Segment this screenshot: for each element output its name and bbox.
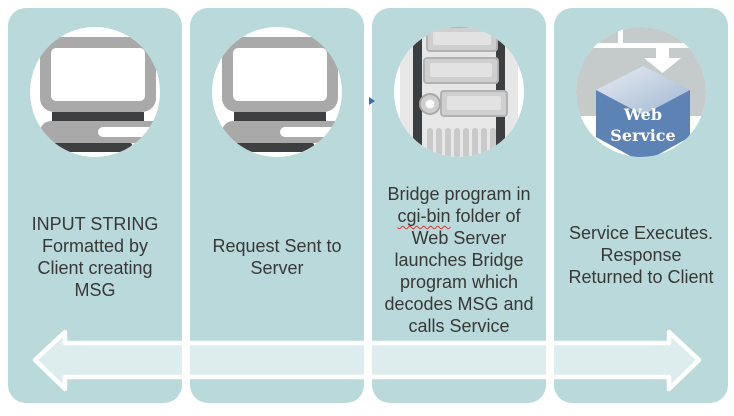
panel-bridge-program: Bridge program in cgi-bin folder of Web …	[372, 8, 546, 403]
caption-client-input: INPUT STRING Formatted by Client creatin…	[31, 214, 159, 300]
caption-bridge-before: Bridge program in	[387, 184, 531, 204]
panel-request-sent: Request Sent to Server	[190, 8, 364, 403]
cube-label-line2: Service	[610, 126, 675, 145]
caption-bridge-program: Bridge program in cgi-bin folder of Web …	[372, 183, 546, 337]
web-service-cube-icon: Web Service	[576, 27, 706, 157]
panel-client-input: INPUT STRING Formatted by Client creatin…	[8, 8, 182, 403]
caption-request-sent: Request Sent to Server	[212, 236, 342, 278]
caption-spellchecked-word: cgi-bin	[397, 206, 451, 226]
server-tower-icon	[394, 27, 524, 157]
laptop-icon	[212, 27, 342, 157]
caption-bridge-after: folder of Web Server launches Bridge pro…	[384, 206, 534, 336]
cube-label-line1: Web	[623, 105, 662, 124]
laptop-icon	[30, 27, 160, 157]
panel-service-executes: Web Service Service Executes. Response R…	[554, 8, 728, 403]
caption-service-executes: Service Executes. Response Returned to C…	[568, 223, 714, 287]
cursor-artifact-icon	[369, 97, 375, 105]
